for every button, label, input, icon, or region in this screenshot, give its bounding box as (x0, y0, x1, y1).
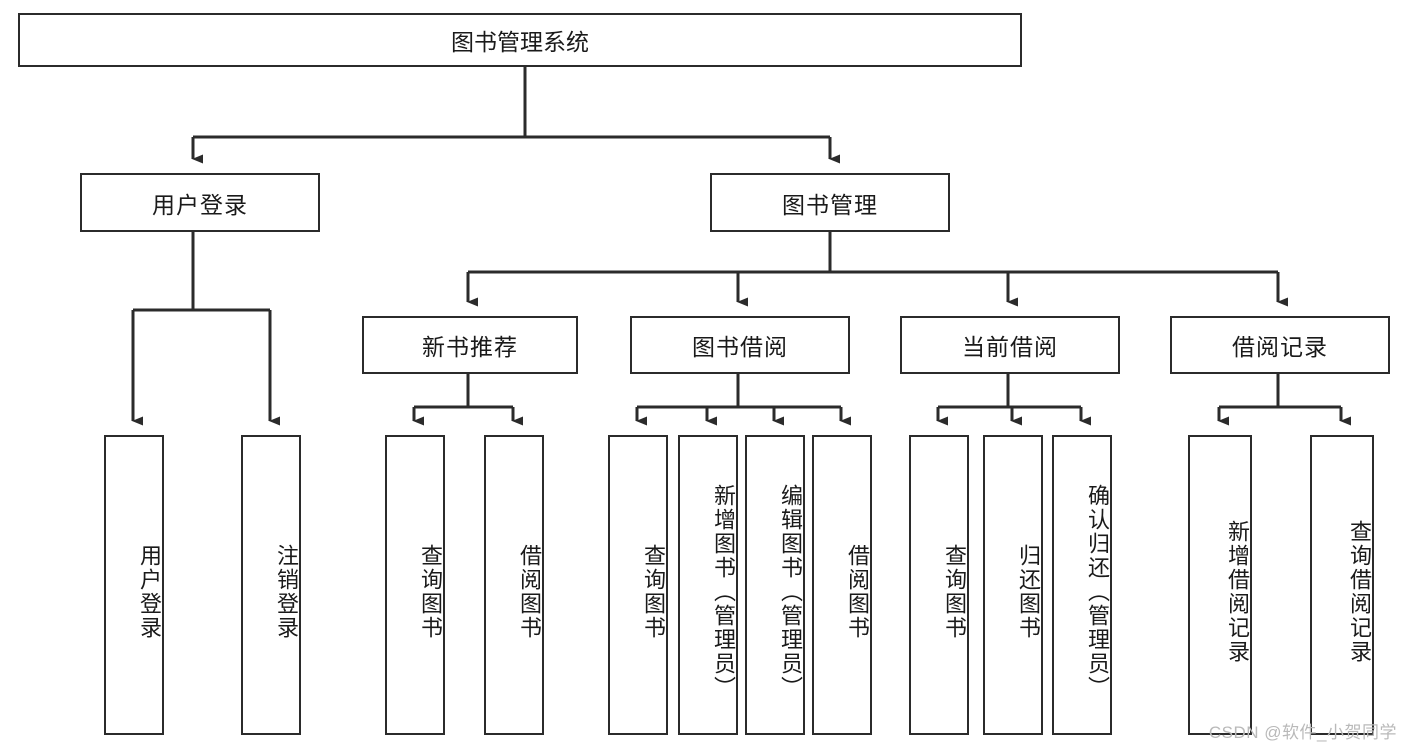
leaf-query-book-recommend-label: 查询图书 (418, 544, 443, 640)
leaf-query-book-current[interactable]: 查询图书 (909, 435, 969, 735)
leaf-query-book-borrow[interactable]: 查询图书 (608, 435, 668, 735)
leaf-edit-book-admin[interactable]: 编辑图书（管理员） (745, 435, 805, 735)
leaf-return-book[interactable]: 归还图书 (983, 435, 1043, 735)
node-new-book-recommend-label: 新书推荐 (422, 334, 518, 360)
node-user-login-label: 用户登录 (152, 191, 248, 218)
node-root-label: 图书管理系统 (451, 29, 589, 55)
leaf-add-borrow-record-label: 新增借阅记录 (1225, 520, 1250, 664)
node-user-login[interactable]: 用户登录 (80, 173, 320, 232)
node-borrow-record-label: 借阅记录 (1232, 334, 1328, 360)
leaf-borrow-book-recommend[interactable]: 借阅图书 (484, 435, 544, 735)
leaf-query-book-borrow-label: 查询图书 (641, 544, 666, 640)
leaf-borrow-book[interactable]: 借阅图书 (812, 435, 872, 735)
leaf-logout[interactable]: 注销登录 (241, 435, 301, 735)
node-new-book-recommend[interactable]: 新书推荐 (362, 316, 578, 374)
leaf-add-borrow-record[interactable]: 新增借阅记录 (1188, 435, 1252, 735)
leaf-logout-label: 注销登录 (274, 544, 299, 640)
leaf-edit-book-admin-label: 编辑图书（管理员） (778, 484, 803, 700)
leaf-add-book-admin[interactable]: 新增图书（管理员） (678, 435, 738, 735)
leaf-query-borrow-record[interactable]: 查询借阅记录 (1310, 435, 1374, 735)
leaf-query-book-recommend[interactable]: 查询图书 (385, 435, 445, 735)
node-book-management-label: 图书管理 (782, 191, 878, 218)
leaf-add-book-admin-label: 新增图书（管理员） (711, 484, 736, 700)
leaf-confirm-return-admin-label: 确认归还（管理员） (1085, 484, 1110, 700)
leaf-return-book-label: 归还图书 (1016, 544, 1041, 640)
leaf-query-borrow-record-label: 查询借阅记录 (1347, 520, 1372, 664)
csdn-watermark: CSDN @软件_小贺同学 (1208, 723, 1397, 742)
leaf-borrow-book-recommend-label: 借阅图书 (517, 544, 542, 640)
node-book-borrow[interactable]: 图书借阅 (630, 316, 850, 374)
node-current-borrow-label: 当前借阅 (962, 334, 1058, 360)
node-book-borrow-label: 图书借阅 (692, 334, 788, 360)
node-current-borrow[interactable]: 当前借阅 (900, 316, 1120, 374)
leaf-query-book-current-label: 查询图书 (942, 544, 967, 640)
leaf-user-login[interactable]: 用户登录 (104, 435, 164, 735)
node-root[interactable]: 图书管理系统 (18, 13, 1022, 67)
leaf-confirm-return-admin[interactable]: 确认归还（管理员） (1052, 435, 1112, 735)
leaf-user-login-label: 用户登录 (137, 544, 162, 640)
node-borrow-record[interactable]: 借阅记录 (1170, 316, 1390, 374)
leaf-borrow-book-label: 借阅图书 (845, 544, 870, 640)
node-book-management[interactable]: 图书管理 (710, 173, 950, 232)
